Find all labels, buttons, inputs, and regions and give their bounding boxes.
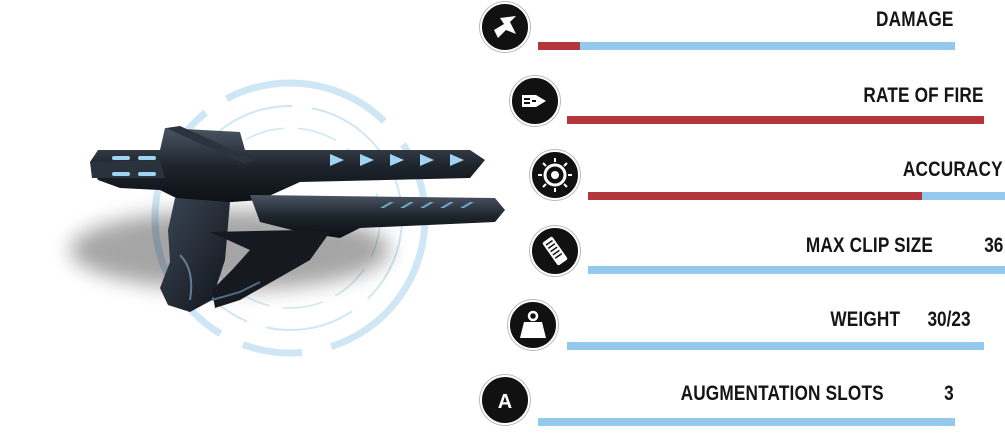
stat-bar-weight — [567, 342, 984, 350]
weapon-image — [70, 79, 505, 357]
stat-row-accuracy: ACCURACY — [530, 150, 1005, 210]
stat-row-damage: DAMAGE — [480, 0, 960, 60]
stat-bar-rate-of-fire — [567, 116, 984, 124]
stat-bar-accuracy — [588, 192, 1005, 200]
svg-text:A: A — [498, 391, 512, 413]
stat-value-max-clip-size: 36 — [983, 234, 1003, 257]
damage-icon — [480, 2, 530, 52]
stat-label-damage: DAMAGE — [876, 8, 954, 31]
stat-label-augmentation-slots: AUGMENTATION SLOTS — [680, 382, 884, 405]
stat-label-accuracy: ACCURACY — [903, 158, 1003, 181]
stat-bar-augmentation-slots — [538, 418, 955, 426]
stat-row-max-clip-size: MAX CLIP SIZE 36 — [530, 226, 1005, 286]
stat-label-weight: WEIGHT — [830, 308, 900, 331]
bullets-icon — [510, 76, 560, 126]
stat-bar-damage — [538, 42, 955, 50]
clip-icon — [530, 226, 580, 276]
weight-icon — [508, 300, 558, 350]
stat-bar-max-clip-size — [588, 266, 1005, 274]
stat-row-augmentation-slots: A AUGMENTATION SLOTS 3 — [480, 374, 960, 434]
stat-row-rate-of-fire: RATE OF FIRE — [510, 76, 990, 136]
crosshair-icon — [530, 150, 580, 200]
stat-label-max-clip-size: MAX CLIP SIZE — [805, 234, 933, 257]
stat-bar-fill-accuracy — [588, 192, 922, 200]
augmentation-icon: A — [480, 375, 530, 425]
stat-value-augmentation-slots: 3 — [944, 382, 954, 405]
stat-bar-fill-damage — [538, 42, 580, 50]
weapon-body — [90, 126, 505, 312]
stat-value-weight: 30/23 — [927, 308, 971, 331]
stat-row-weight: WEIGHT 30/23 — [508, 300, 988, 360]
stat-bar-fill-rate-of-fire — [567, 116, 984, 124]
stat-label-rate-of-fire: RATE OF FIRE — [863, 84, 984, 107]
